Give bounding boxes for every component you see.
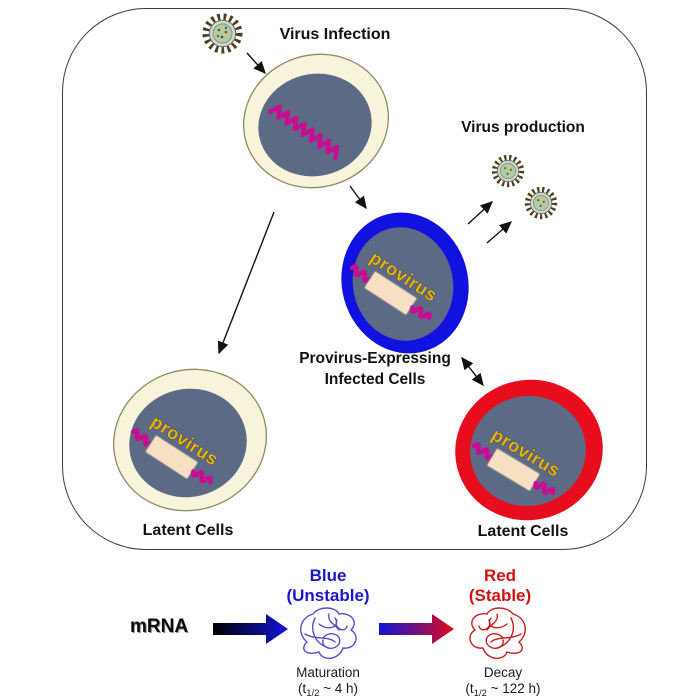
gradient-arrow-black-to-blue <box>213 614 288 644</box>
virion-icon <box>202 13 243 54</box>
virion-speckles <box>216 26 228 39</box>
provirus-expressing-cell: provirus <box>341 212 469 354</box>
arrow-cell-to-expressing <box>349 185 367 210</box>
blue-state-subtitle: (Unstable) <box>286 586 370 605</box>
latent-cells-left-label: Latent Cells <box>142 522 234 539</box>
infected-cell <box>242 53 390 189</box>
virion-icon <box>491 154 525 188</box>
halflife-sub: 1/2 <box>473 688 487 699</box>
cell-nucleus <box>258 73 372 177</box>
maturation-halflife: (t1/2 ~ 4 h) <box>268 681 388 699</box>
arrow-reversible-latency <box>461 356 484 387</box>
halflife-post: ~ 4 h) <box>319 681 359 696</box>
halflife-pre: (t <box>465 681 474 696</box>
decay-label: Decay <box>483 665 523 680</box>
arrow-budding-2 <box>486 221 513 244</box>
red-mrna-tangle-icon <box>469 607 526 659</box>
virion-icon <box>524 186 558 220</box>
virion-spikes <box>202 13 243 54</box>
virion-core <box>212 23 233 44</box>
cell-nucleus <box>129 388 247 498</box>
mrna-label: mRNA <box>130 616 189 637</box>
arrow-budding-1 <box>467 201 494 225</box>
latent-cell-cream: provirus <box>112 368 268 512</box>
gradient-arrow-blue-to-red <box>379 614 454 644</box>
decay-halflife: (t1/2 ~ 122 h) <box>443 681 563 699</box>
virus-production-label: Virus production <box>461 119 585 136</box>
maturation-label: Maturation <box>296 665 360 680</box>
red-state-title: Red <box>483 566 517 585</box>
provirus-expressing-label-line1: Provirus-Expressing <box>299 350 451 367</box>
latent-cells-right-label: Latent Cells <box>477 523 569 540</box>
blue-state-title: Blue <box>309 566 347 585</box>
virus-infection-label: Virus Infection <box>279 26 391 43</box>
provirus-expressing-label-line2: Infected Cells <box>324 371 426 388</box>
latent-cell-red: provirus <box>455 379 603 521</box>
arrow-cell-to-latent <box>217 211 275 355</box>
halflife-pre: (t <box>297 681 307 696</box>
halflife-post: ~ 122 h) <box>486 681 541 696</box>
viral-rna-zigzag <box>267 104 340 161</box>
arrow-virus-to-cell <box>246 52 266 75</box>
red-state-subtitle: (Stable) <box>468 586 532 605</box>
cell-nucleus <box>470 395 586 507</box>
halflife-sub: 1/2 <box>306 688 320 699</box>
blue-mrna-tangle-icon <box>300 607 357 659</box>
